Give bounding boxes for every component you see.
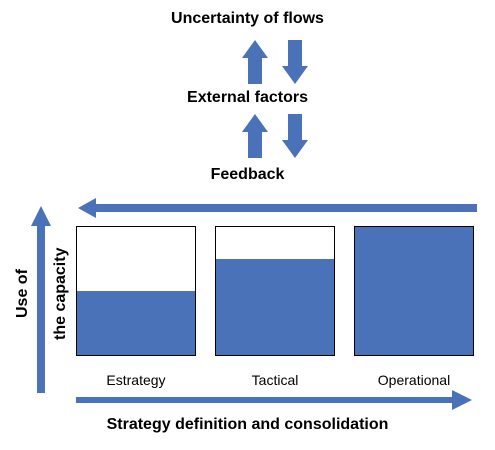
- x-axis-arrow-icon: [76, 390, 472, 410]
- external-factors-label: External factors: [187, 89, 308, 106]
- capacity-box-estrategy: [76, 226, 196, 356]
- capacity-box-operational: [354, 226, 474, 356]
- y-axis-label-line1: Use of: [14, 269, 31, 318]
- capacity-box-tactical: [215, 226, 335, 356]
- uncertainty-label: Uncertainty of flows: [171, 10, 324, 27]
- stage-label-estrategy: Estrategy: [106, 372, 166, 388]
- up-arrow-icon: [242, 114, 268, 158]
- y-axis-label-line2: the capacity: [52, 247, 69, 340]
- stage-label-operational: Operational: [377, 372, 451, 388]
- down-arrow-icon: [282, 114, 308, 158]
- up-arrow-icon: [242, 40, 268, 84]
- stage-label-tactical: Tactical: [251, 372, 299, 388]
- capacity-fill: [216, 259, 334, 355]
- feedback-left-arrow-icon: [78, 198, 477, 218]
- capacity-fill: [77, 291, 195, 355]
- capacity-fill: [355, 227, 473, 355]
- y-axis-arrow-icon: [31, 206, 51, 393]
- down-arrow-icon: [282, 40, 308, 84]
- x-axis-label: Strategy definition and consolidation: [106, 416, 389, 433]
- feedback-label: Feedback: [210, 166, 285, 183]
